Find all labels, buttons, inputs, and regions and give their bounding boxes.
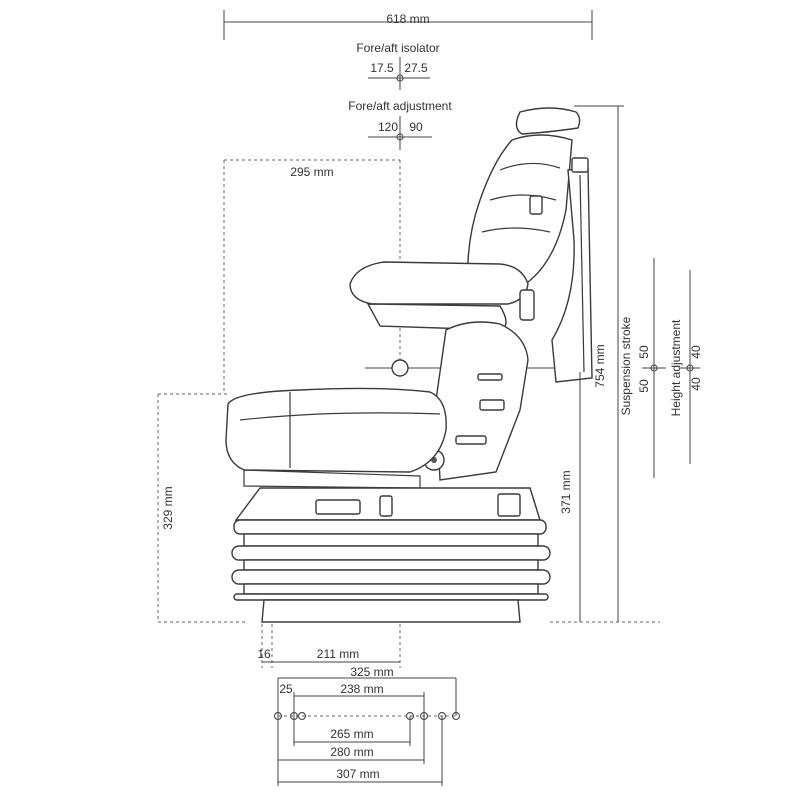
offset-small-label: 16 [257, 647, 271, 661]
suspension-up-value: 50 [637, 345, 651, 359]
suspension-base [231, 487, 551, 623]
seat-backrest [467, 107, 593, 383]
seat-cushion [225, 387, 447, 489]
suspension-stroke-label: Suspension stroke [619, 316, 633, 415]
fore-aft-isolator-title: Fore/aft isolator [356, 41, 439, 55]
rail-265-label: 265 mm [330, 727, 373, 741]
rail-325-label: 325 mm [350, 665, 393, 679]
rail-280-label: 280 mm [330, 745, 373, 759]
adjust-left-value: 120 [378, 120, 398, 134]
rear-height-label: 371 mm [559, 470, 573, 513]
height-adjustment-label: Height adjustment [669, 319, 683, 416]
fore-aft-isolator-dimension: Fore/aft isolator 17.5 27.5 [356, 41, 440, 90]
rear-height-dimension: 371 mm [550, 372, 660, 623]
fore-aft-adjustment-dimension: Fore/aft adjustment 120 90 [348, 99, 452, 150]
front-height-label: 329 mm [161, 486, 175, 529]
overall-width-dimension: 618 mm [223, 10, 593, 40]
base-depth-dimension: 16 211 mm [257, 624, 401, 668]
front-height-dimension: 329 mm [157, 393, 246, 623]
rail-25-label: 25 [279, 682, 293, 696]
fore-aft-adjustment-title: Fore/aft adjustment [348, 99, 452, 113]
isolator-left-value: 17.5 [370, 61, 394, 75]
overall-width-label: 618 mm [386, 12, 429, 26]
suspension-down-value: 50 [637, 379, 651, 393]
rail-dimensions: 325 mm 25 238 mm 265 mm 280 mm 307 mm [273, 665, 461, 786]
seat-armrest [349, 261, 535, 331]
isolator-right-value: 27.5 [404, 61, 428, 75]
rail-238-label: 238 mm [340, 682, 383, 696]
suspension-stroke-dimension: Suspension stroke 50 50 [619, 258, 666, 478]
height-adjustment-dimension: Height adjustment 40 40 [669, 270, 703, 464]
base-depth-label: 211 mm [317, 647, 359, 661]
overall-height-label: 754 mm [593, 344, 607, 387]
seat-depth-label: 295 mm [290, 165, 333, 179]
overall-height-dimension: 754 mm [574, 105, 624, 622]
height-down-value: 40 [689, 377, 703, 391]
adjust-right-value: 90 [409, 120, 423, 134]
rail-307-label: 307 mm [336, 767, 379, 781]
height-up-value: 40 [689, 345, 703, 359]
seat-mechanism [423, 321, 529, 481]
